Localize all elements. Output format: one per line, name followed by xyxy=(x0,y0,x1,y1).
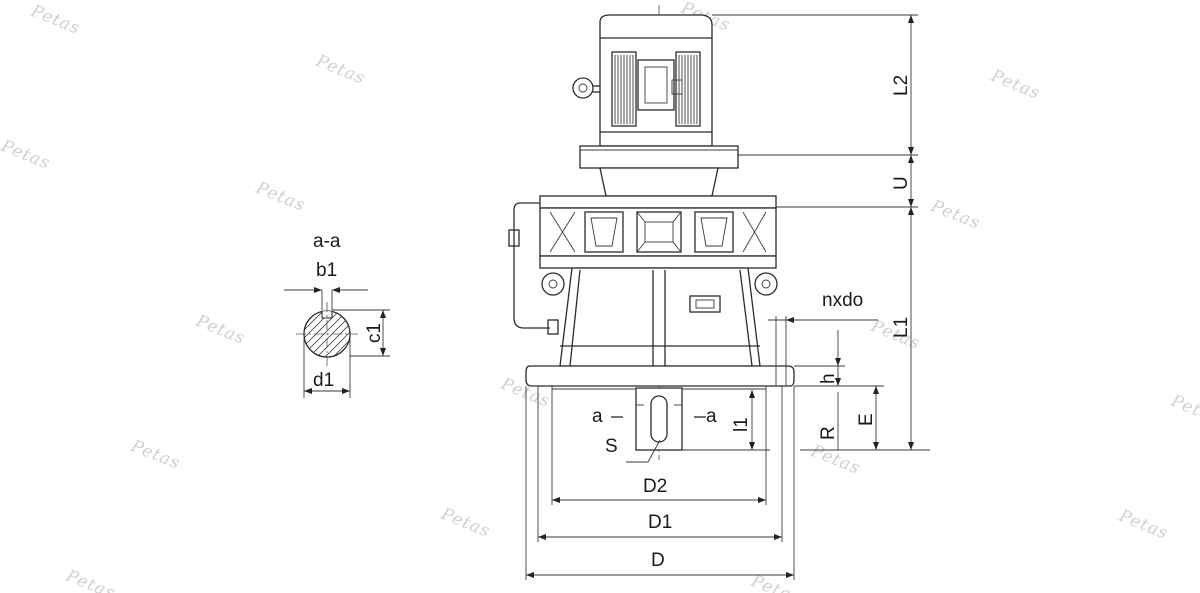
l1-label: l1 xyxy=(731,417,752,432)
watermark: Petas xyxy=(62,566,118,593)
watermark: Petas xyxy=(807,441,863,479)
watermark: Petas xyxy=(927,196,983,234)
c1-label: c1 xyxy=(364,323,385,343)
D2-label: D2 xyxy=(643,476,667,497)
L2-label: L2 xyxy=(891,75,912,96)
watermark: Petas xyxy=(1167,391,1200,429)
watermark: Petas xyxy=(252,178,308,216)
watermark: Petas xyxy=(437,504,493,542)
h-label: h xyxy=(818,373,839,384)
watermark: Petas xyxy=(312,51,368,89)
watermark: Petas xyxy=(1115,506,1171,544)
watermark: Petas xyxy=(0,136,53,174)
shaft-section: a-a b1 xyxy=(284,231,390,398)
d1-label: d1 xyxy=(313,370,334,391)
D-label: D xyxy=(651,550,665,571)
reducer-assembly: L2 U L1 nxdo h R E l1 a a xyxy=(508,5,930,580)
U-label: U xyxy=(891,176,912,190)
R-label: R xyxy=(818,426,839,440)
watermark: Petas xyxy=(27,1,83,39)
watermark: Petas xyxy=(987,66,1043,104)
section-mark-left: a xyxy=(592,406,603,427)
E-label: E xyxy=(856,413,877,426)
nxdo-label: nxdo xyxy=(822,290,863,311)
watermark: Petas xyxy=(747,571,803,593)
D1-label: D1 xyxy=(648,512,672,533)
L1-label: L1 xyxy=(891,317,912,338)
watermark: Petas xyxy=(127,436,183,474)
b1-label: b1 xyxy=(316,260,337,281)
watermark: Petas xyxy=(192,311,248,349)
section-title: a-a xyxy=(313,231,341,252)
section-mark-right: a xyxy=(706,406,717,427)
S-label: S xyxy=(605,436,618,457)
